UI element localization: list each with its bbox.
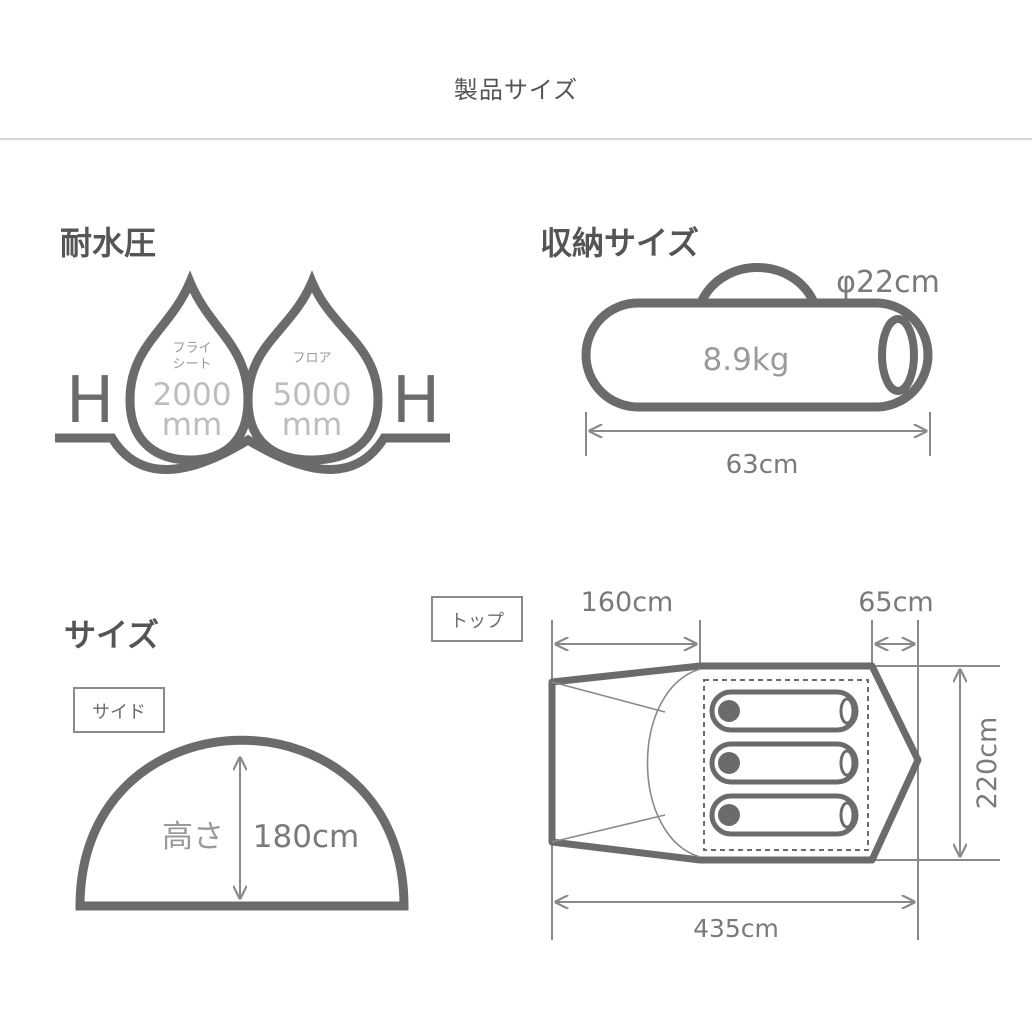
front-length: 160cm xyxy=(581,587,674,618)
header-divider xyxy=(0,138,1032,140)
page-title: 製品サイズ xyxy=(453,76,579,104)
side-view-diagram: サイド 高さ 180cm xyxy=(73,687,409,911)
bag-end-opening xyxy=(878,315,918,395)
total-length: 435cm xyxy=(693,914,779,943)
rear-length: 65cm xyxy=(858,587,934,618)
storage-size-heading: 収納サイズ xyxy=(540,224,700,262)
side-view-tag-label: サイド xyxy=(92,702,146,723)
storage-bag xyxy=(581,298,933,412)
fly-sheet-drop xyxy=(125,270,253,465)
inner-tent-floor xyxy=(703,679,869,851)
bag-diameter: φ22cm xyxy=(836,265,940,300)
h-mark-right: H xyxy=(392,364,440,438)
floor-pressure-unit: mm xyxy=(282,407,342,443)
sleeping-bag xyxy=(709,741,859,785)
sleeping-bag xyxy=(709,793,859,837)
fly-label-line2: シート xyxy=(172,357,211,372)
water-pressure-diagram: H H フライ シート 2000 mm フロア 5000 mm xyxy=(55,270,450,474)
storage-bag-diagram: φ22cm 8.9kg 63cm xyxy=(581,263,940,480)
water-pressure-heading: 耐水圧 xyxy=(60,224,157,262)
height-label: 高さ xyxy=(162,819,224,855)
water-surface-line xyxy=(55,433,450,474)
floor-drop xyxy=(243,270,383,465)
sleeping-bag xyxy=(709,689,859,733)
inner-tent-door xyxy=(646,668,701,858)
fly-label-line1: フライ xyxy=(172,341,211,356)
top-view-tag-label: トップ xyxy=(450,611,504,632)
h-mark-left: H xyxy=(66,364,114,438)
bag-weight: 8.9kg xyxy=(703,342,790,378)
top-view-diagram: トップ 160cm 65cm 220cm 435cm xyxy=(431,587,1003,943)
floor-label: フロア xyxy=(292,351,331,366)
tent-width: 220cm xyxy=(972,717,1003,810)
bag-length: 63cm xyxy=(726,450,799,480)
side-view-tag xyxy=(73,687,165,733)
vestibule-lines xyxy=(551,681,666,843)
bag-handle xyxy=(695,263,820,307)
fly-pressure-value: 2000 xyxy=(153,377,232,413)
fly-pressure-unit: mm xyxy=(162,407,222,443)
height-value: 180cm xyxy=(253,819,359,855)
size-heading: サイズ xyxy=(64,616,160,654)
floor-pressure-value: 5000 xyxy=(273,377,352,413)
top-view-tag xyxy=(431,596,523,642)
